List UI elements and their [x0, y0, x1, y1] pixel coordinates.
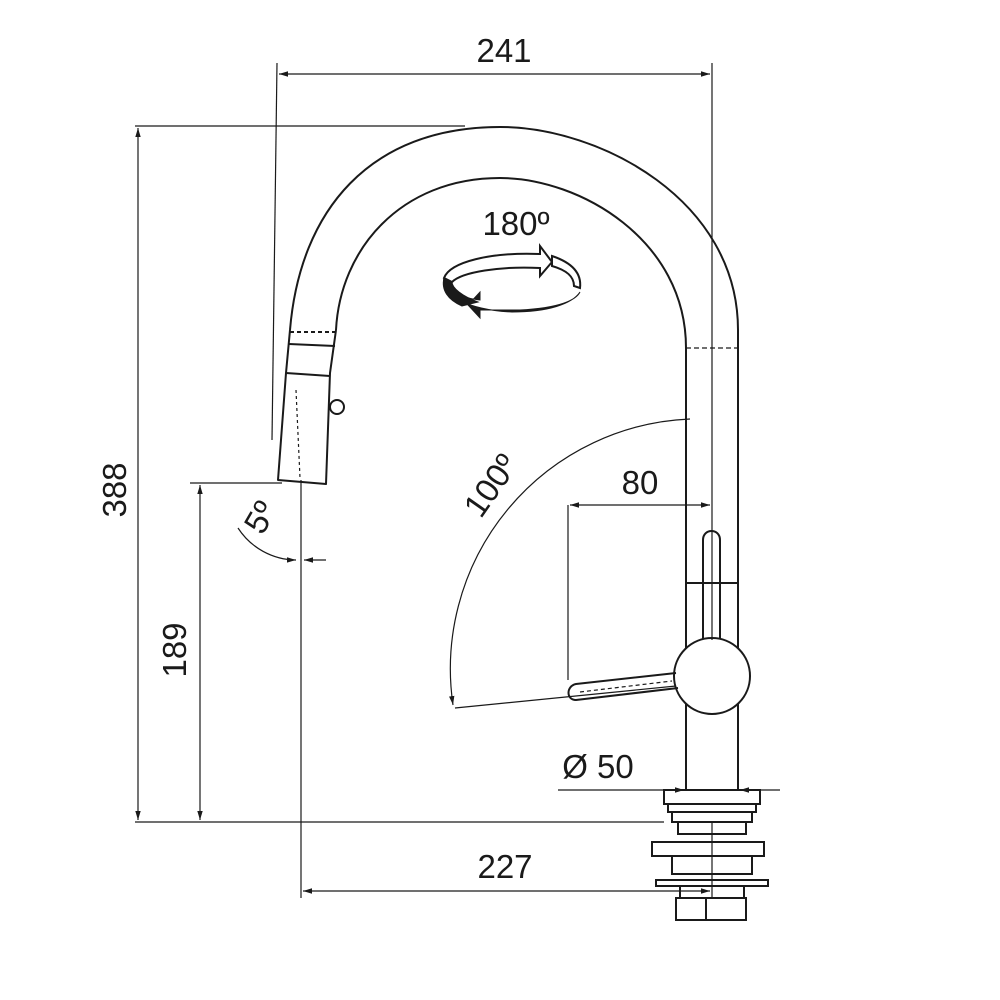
lever-rotation-label: 100º: [456, 447, 525, 523]
spout-outer-curve: [289, 126, 739, 635]
spout-rotation-label: 180º: [482, 205, 549, 242]
spray-head: [277, 329, 337, 485]
lever-length-label: 80: [622, 464, 659, 501]
spout-height-label: 189: [156, 622, 193, 677]
mounting-kit: [651, 789, 769, 921]
lever-rotated: [567, 672, 679, 701]
total-height-label: 388: [96, 462, 133, 517]
spout-reach-label: 241: [476, 32, 531, 69]
lever-hub: [673, 637, 751, 715]
spray-button-icon: [329, 399, 345, 415]
outlet-angle-label: 5º: [236, 495, 283, 540]
spout-inner-curve: [335, 177, 687, 635]
base-diameter-label: Ø 50: [562, 748, 634, 785]
base-to-outlet-label: 227: [477, 848, 532, 885]
dimension-lines: [135, 62, 780, 898]
rotation-180-icon: [442, 243, 582, 320]
faucet-outline: [277, 126, 769, 921]
